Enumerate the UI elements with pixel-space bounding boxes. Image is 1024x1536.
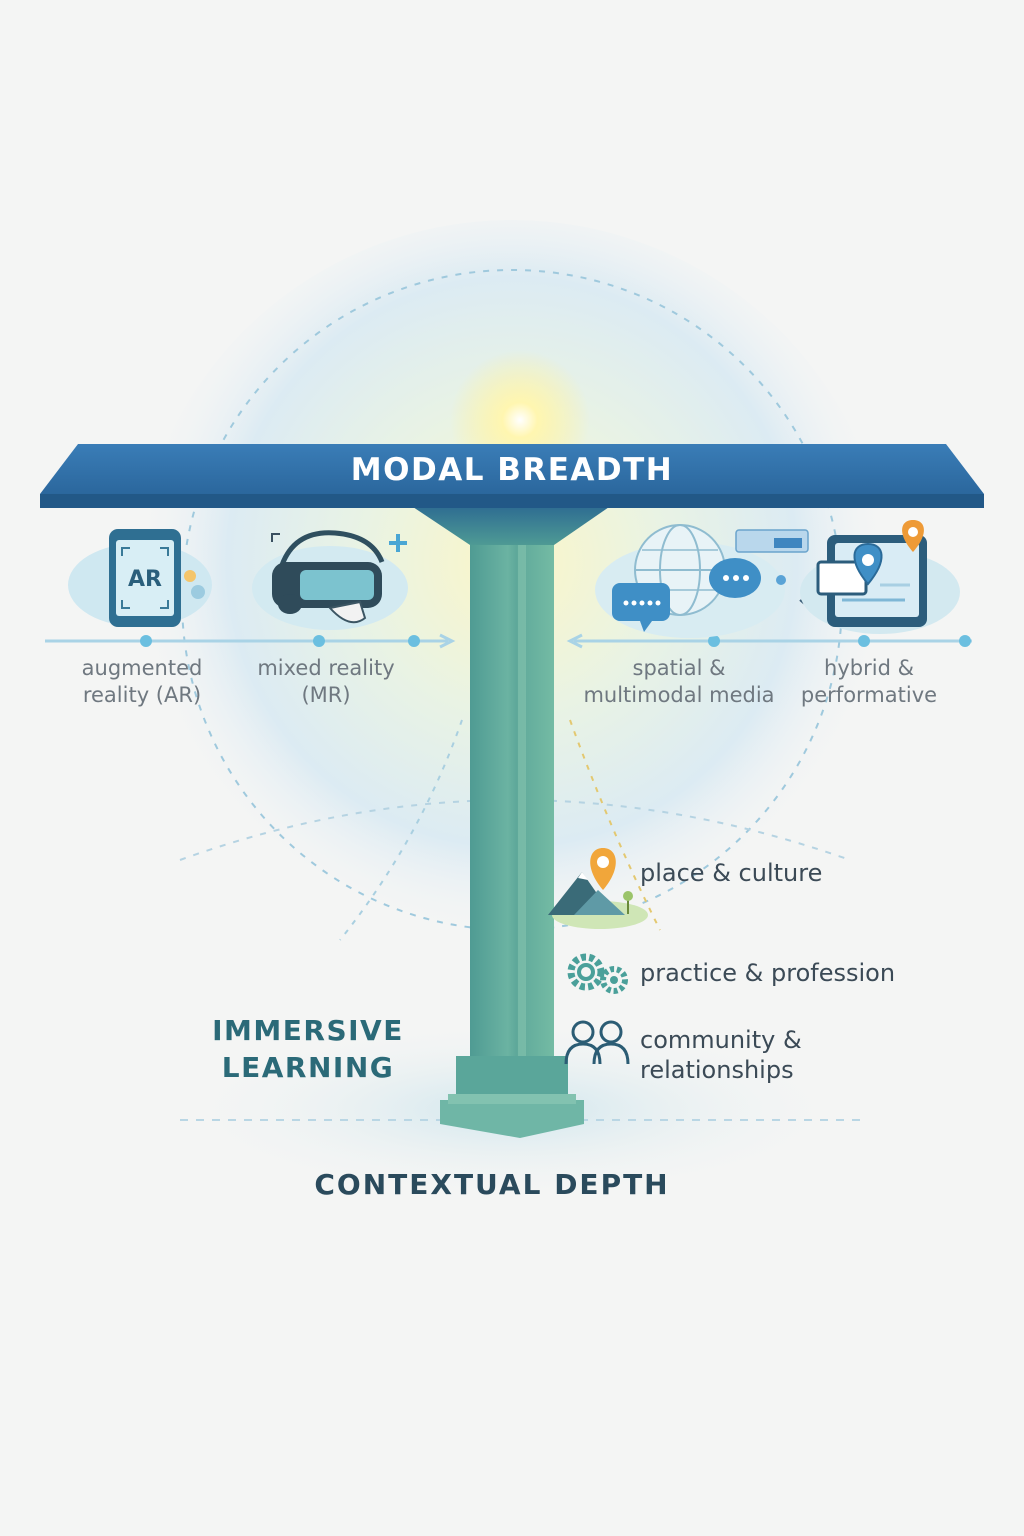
beam-front-face [40,494,984,508]
beam-top-face [40,444,984,494]
pillar-base-lower [440,1100,584,1138]
context-label-place: place & culture [640,859,823,887]
context-label-community: community & relationships [640,1026,802,1084]
modality-label-ar: augmented reality (AR) [81,656,203,707]
ar-tablet-icon: AR [68,529,212,627]
timeline-dot [140,635,152,647]
left-timeline-arrow [439,633,456,649]
pillar-base-top [448,1094,576,1104]
modality-label-mr: mixed reality (MR) [257,656,395,707]
timeline-dot [408,635,420,647]
gears-icon [567,953,628,994]
ar-icon-label: AR [128,567,162,592]
mountain-pin-icon [548,848,648,929]
right-timeline-arrow [566,633,583,649]
pillar-highlight [518,500,526,1060]
timeline-dot [313,635,325,647]
pillar-shaft [470,500,554,1060]
map-screen-icon [800,520,960,634]
contextual-depth-title: CONTEXTUAL DEPTH [314,1168,670,1201]
immersive-learning-title: IMMERSIVE LEARNING [212,1014,404,1084]
left-dashed-curve [339,719,463,941]
pillar-base-upper [456,1056,568,1096]
context-label-practice: practice & profession [640,959,896,987]
timeline-dot [708,635,720,647]
people-icon [564,1020,630,1065]
vr-headset-icon [252,530,408,630]
beam-title: MODAL BREADTH [350,452,674,488]
modality-label-spatial: spatial & multimodal media [583,656,775,707]
timeline-dot [858,635,870,647]
modality-label-hybrid: hybrid & performative [800,656,938,707]
globe-chat-icon [595,524,823,638]
timeline-dot [959,635,971,647]
pillar-capital [410,505,612,545]
